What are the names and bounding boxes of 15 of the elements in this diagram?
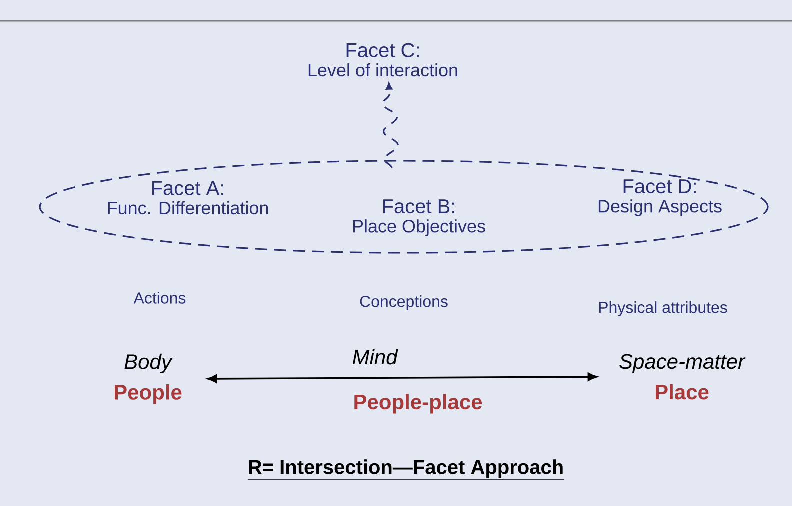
facet-label: Facet C: Level of interaction <box>308 43 458 77</box>
facet-label: Facet B: Place Objectives <box>353 200 486 236</box>
dashed-ellipse <box>39 160 769 254</box>
double-arrow <box>208 372 598 384</box>
label: Conceptions <box>360 296 448 310</box>
label: Mind <box>352 349 398 365</box>
facet-label: Facet D: Design Aspects <box>598 180 722 216</box>
pole-label: Body People <box>114 354 182 404</box>
label: Physical attributes <box>599 302 728 316</box>
title: R= Intersection—Facet Approach <box>248 460 564 480</box>
label: People-place <box>354 394 482 414</box>
label: Actions <box>134 292 186 304</box>
facet-label: Facet A: Func. Differentiation <box>108 181 268 215</box>
wavy-arrow <box>382 82 400 168</box>
pole-label: Space-matter Place <box>620 354 746 400</box>
